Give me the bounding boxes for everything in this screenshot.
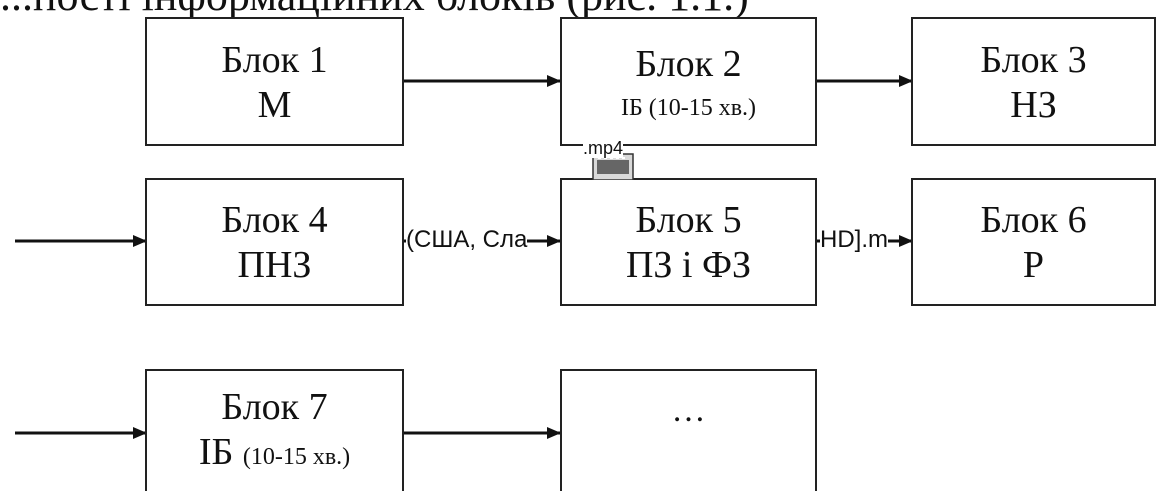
block-6-subtitle: Р xyxy=(1022,244,1045,286)
block-2-title: Блок 2 xyxy=(635,42,742,85)
block-4-title: Блок 4 xyxy=(221,199,328,241)
block-8-ellipsis: … xyxy=(671,392,706,429)
overlay-text-right: HD].m xyxy=(820,226,888,254)
block-5: Блок 5 ПЗ і ФЗ xyxy=(560,178,817,306)
block-5-title: Блок 5 xyxy=(635,199,742,241)
block-2-subtitle: ІБ (10-15 хв.) xyxy=(620,94,757,121)
block-3: Блок 3 НЗ xyxy=(911,17,1156,146)
block-7: Блок 7 ІБ (10-15 хв.) xyxy=(145,369,404,491)
block-1-title: Блок 1 xyxy=(221,38,328,81)
block-4: Блок 4 ПНЗ xyxy=(145,178,404,306)
block-3-title: Блок 3 xyxy=(980,38,1087,81)
video-file-icon[interactable]: .mp4 xyxy=(583,138,641,181)
block-1: Блок 1 М xyxy=(145,17,404,146)
block-3-subtitle: НЗ xyxy=(1010,83,1057,126)
block-7-title: Блок 7 xyxy=(221,385,328,428)
video-file-label: .mp4 xyxy=(583,138,624,158)
block-7-subtitle-small: (10-15 хв.) xyxy=(242,443,351,470)
block-6: Блок 6 Р xyxy=(911,178,1156,306)
block-7-subtitle-main: ІБ xyxy=(198,430,234,473)
overlay-text-left: (США, Сла xyxy=(406,226,528,254)
block-1-subtitle: М xyxy=(257,83,292,126)
block-6-title: Блок 6 xyxy=(980,199,1087,241)
block-5-subtitle: ПЗ і ФЗ xyxy=(625,244,752,286)
block-4-subtitle: ПНЗ xyxy=(237,244,312,286)
block-2: Блок 2 ІБ (10-15 хв.) xyxy=(560,17,817,146)
figure-caption: ...пості інформаційних блоків (рис. 1.1.… xyxy=(0,0,1158,20)
block-7-subtitle: ІБ (10-15 хв.) xyxy=(199,430,350,479)
block-8: … xyxy=(560,369,817,491)
